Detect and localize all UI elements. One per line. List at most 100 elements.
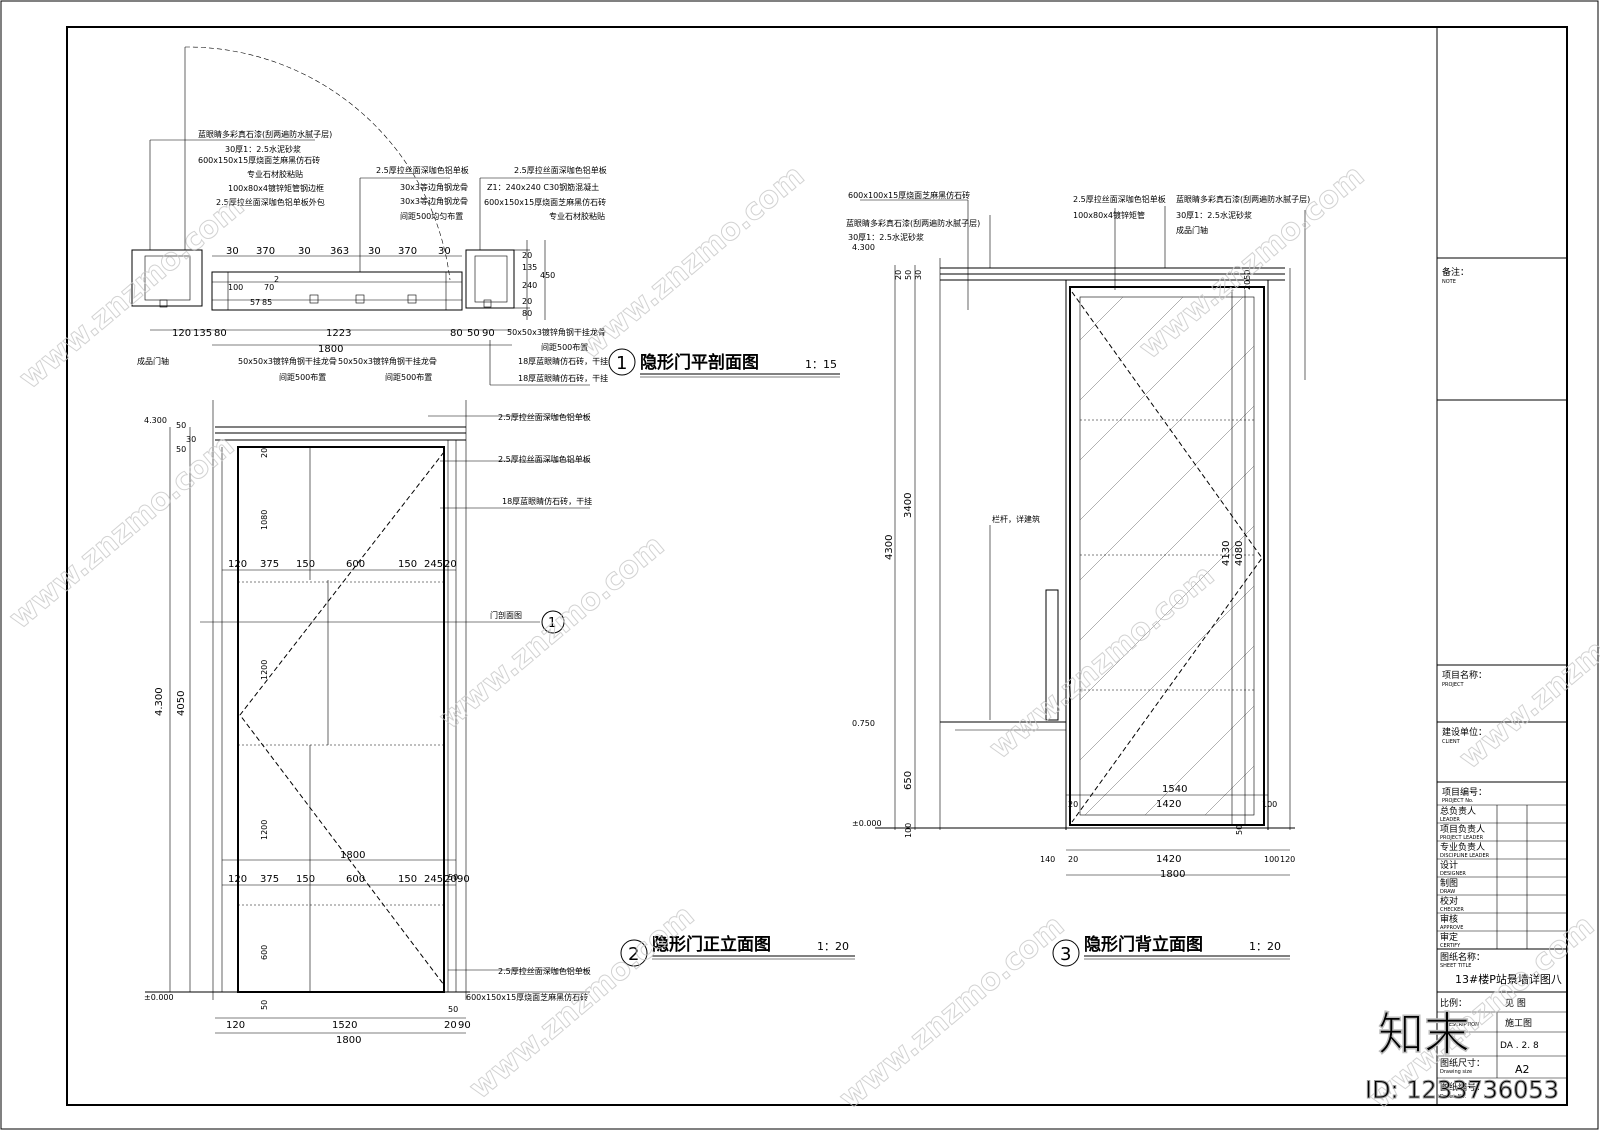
front-note-5: 2.5厚拉丝面深咖色铝单板 — [498, 966, 591, 976]
back-dim-left-5: 4300 — [884, 535, 895, 560]
front-note-2: 2.5厚拉丝面深咖色铝单板 — [498, 454, 591, 464]
back-dim-bottom-1: 140 — [1040, 855, 1055, 864]
plan-notes-left: 蓝眼睛多彩真石漆(刮两遍防水腻子层) 30厚1：2.5水泥砂浆 600x150x… — [198, 129, 332, 207]
plan-dim-top-2: 370 — [256, 246, 275, 257]
tb-row-4-cn: 设计 — [1440, 859, 1458, 871]
tb-row-5-en: DRAW — [1440, 889, 1455, 895]
plan-note-left-3: 600x150x15厚烧面芝麻黑仿石砖 — [198, 155, 320, 165]
plan-notes-mid: 2.5厚拉丝面深咖色铝单板 30x3等边角钢龙骨 30x3等边角钢龙骨 间距50… — [376, 165, 469, 221]
tb-row-1-cn: 总负责人 — [1440, 805, 1476, 817]
back-note-top-3: 30厚1：2.5水泥砂浆 — [848, 232, 924, 242]
front-level-top: 4.300 — [144, 416, 167, 425]
plan-note-mid-2: 30x3等边角钢龙骨 — [400, 182, 468, 192]
back-door-leaf — [1069, 286, 1265, 826]
front-row1-3: 150 — [296, 559, 315, 570]
front-dim-left-total: 4.300 — [154, 687, 165, 716]
plan-note-bottom-left-1: 成品门轴 — [137, 356, 169, 366]
plan-dim-top-6: 370 — [398, 246, 417, 257]
tb-desc-en: DESCRIPTION — [1445, 1022, 1479, 1028]
plan-dim-bottom-4: 1223 — [326, 328, 351, 339]
back-note-top-5: 100x80x4镀锌矩管 — [1073, 210, 1145, 220]
plan-dim-top-1: 30 — [226, 246, 239, 257]
back-dim-bottom-5: 120 — [1280, 855, 1295, 864]
plan-note-left-2: 30厚1：2.5水泥砂浆 — [225, 144, 301, 154]
back-dim-bottom-4: 100 — [1264, 855, 1279, 864]
tb-row-3-cn: 专业负责人 — [1440, 841, 1485, 853]
plan-dims-bottom: 120 135 80 1223 80 50 90 1800 — [172, 328, 495, 355]
plan-note-right-2: Z1：240x240 C30钢筋混凝土 — [487, 182, 599, 192]
tb-row-1-en: LEADER — [1440, 817, 1460, 823]
back-level-mid: 0.750 — [852, 719, 875, 728]
plan-dim-bottom-3: 80 — [214, 328, 227, 339]
tb-project-en: PROJECT — [1442, 682, 1465, 688]
plan-dim-v-6: 70 — [264, 283, 274, 292]
plan-note-bottom-right-4: 18厚蓝眼睛仿石砖，干挂 — [518, 373, 608, 383]
back-title-number: 3 — [1060, 944, 1071, 965]
plan-notes-right: 2.5厚拉丝面深咖色铝单板 Z1：240x240 C30钢筋混凝土 600x15… — [484, 165, 607, 221]
plan-dim-v-3: 240 — [522, 281, 537, 290]
back-railing-note: 栏杆，详建筑 — [992, 514, 1040, 524]
tb-note-en: NOTE — [1442, 279, 1456, 285]
tb-row-2-en: PROJECT LEADER — [1440, 835, 1484, 841]
front-dim-v-4: 1200 — [260, 820, 269, 840]
back-level-bottom: ±0.000 — [852, 819, 882, 828]
back-note-top-2: 蓝眼睛多彩真石漆(刮两遍防水腻子层) — [846, 218, 980, 228]
watermark-site-2: www.znzmo.com — [573, 158, 811, 366]
plan-dim-bottom-7: 90 — [482, 328, 495, 339]
front-row2-4: 600 — [346, 874, 365, 885]
front-bottom-4: 90 — [458, 1020, 471, 1031]
plan-dim-v-10: 20 — [522, 297, 532, 306]
front-section-mark: 1 — [548, 616, 556, 631]
back-dim-inner-3: 2050 — [1243, 270, 1252, 290]
front-row2-8: 90 — [457, 874, 470, 885]
front-note-3: 18厚蓝眼睛仿石砖，干挂 — [502, 496, 592, 506]
plan-title-block: 1 隐形门平剖面图 1：15 — [608, 348, 840, 378]
watermark-id: ID: 1233736053 — [1365, 1076, 1559, 1104]
plan-note-bottom-mid-2: 间距500布置 — [385, 372, 432, 382]
plan-dim-v-9: 85 — [262, 298, 272, 307]
front-row1-5: 150 — [398, 559, 417, 570]
plan-note-mid-4: 间距500均匀布置 — [400, 211, 463, 221]
tb-note-cn: 备注： — [1442, 266, 1469, 278]
back-elevation-drawing — [860, 199, 1306, 876]
front-dim-v-6: 50 — [260, 1000, 269, 1010]
front-note-4: 门剖面图 — [490, 610, 522, 620]
plan-note-left-1: 蓝眼睛多彩真石漆(刮两遍防水腻子层) — [198, 129, 332, 139]
front-bottom-1: 120 — [226, 1020, 245, 1031]
back-dim-left-4: 3400 — [903, 493, 914, 518]
back-dim-mid-4: 100 — [1262, 800, 1277, 809]
left-wall-core — [144, 255, 191, 301]
front-row2-50: 50 — [448, 873, 458, 882]
plan-note-right-1: 2.5厚拉丝面深咖色铝单板 — [514, 165, 607, 175]
back-dim-mid-1: 1540 — [1162, 784, 1187, 795]
back-note-top-7: 30厚1：2.5水泥砂浆 — [1176, 210, 1252, 220]
plan-dim-v-7: 2 — [274, 275, 279, 284]
plan-title-number: 1 — [616, 353, 627, 374]
front-row2-2: 375 — [260, 874, 279, 885]
plan-note-mid-1: 2.5厚拉丝面深咖色铝单板 — [376, 165, 469, 175]
plan-dim-v-1: 20 — [522, 251, 532, 260]
back-note-top-8: 成品门轴 — [1176, 225, 1208, 235]
plan-dim-top-5: 30 — [368, 246, 381, 257]
front-inner-total: 1800 — [340, 850, 365, 861]
tb-drawno-en: Drawn No. — [1440, 1094, 1467, 1100]
plan-dim-v-11: 80 — [522, 309, 532, 318]
tb-sheet-title-cn: 图纸名称： — [1440, 951, 1485, 963]
plan-note-bottom-right-2: 18厚蓝眼睛仿石砖，干挂 — [518, 356, 608, 366]
back-dim-inner-2: 4080 — [1234, 541, 1245, 566]
front-row2-6: 245 — [424, 874, 443, 885]
front-bottom-50: 50 — [448, 1005, 458, 1014]
back-scale: 1：20 — [1249, 940, 1281, 953]
watermark-site-3: www.znzmo.com — [1133, 158, 1371, 366]
back-dim-bottom-3: 1420 — [1156, 854, 1181, 865]
back-dim-left-3: 30 — [914, 270, 923, 280]
watermark-site-5: www.znzmo.com — [433, 528, 671, 736]
plan-note-bottom-mid-1: 50x50x3镀锌角钢干挂龙骨 — [338, 356, 437, 366]
watermark-brand: 知末 — [1378, 1007, 1470, 1061]
plan-note-right-4: 专业石材胶粘贴 — [549, 211, 605, 221]
tb-ratio-cn: 比例： — [1440, 997, 1467, 1009]
tb-sheet-title-en: SHEET TITLE — [1440, 963, 1471, 969]
title-block: 备注： NOTE 项目名称： PROJECT 建设单位： CLIENT 项目编号… — [1436, 27, 1567, 1105]
front-section-marker — [541, 610, 565, 634]
